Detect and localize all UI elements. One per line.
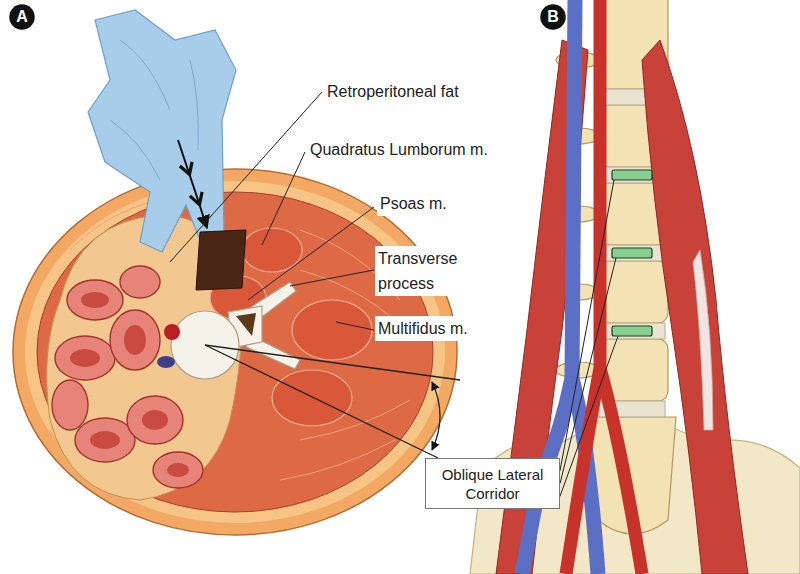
part-label: Retroperitoneal fat — [324, 79, 462, 104]
retractor — [88, 10, 236, 252]
bowel-loop — [127, 396, 183, 444]
leader-line — [262, 152, 305, 245]
disc-markers — [612, 170, 652, 336]
leader-line — [248, 207, 374, 300]
spinal-canal — [236, 313, 256, 336]
leader-line — [170, 92, 322, 262]
corridor-leader — [560, 336, 618, 496]
corridor-leader — [560, 180, 614, 471]
corridor-angle — [205, 345, 460, 458]
subcutaneous-fat — [25, 181, 445, 523]
part-label: Transverse process — [375, 246, 481, 296]
bowel-loop — [153, 452, 203, 488]
bowel-loop — [120, 266, 160, 298]
psoas-tendon — [693, 250, 713, 430]
vertebra — [596, 261, 668, 323]
circle-fill — [9, 4, 34, 29]
angle-line — [205, 345, 438, 458]
bowel-loop — [67, 280, 123, 320]
skin — [13, 169, 457, 535]
panel-letter-text: B — [547, 8, 559, 26]
corridor-leader — [560, 258, 616, 484]
disc-marker — [612, 170, 652, 180]
bowel-loop — [75, 418, 135, 462]
disc-marker — [612, 248, 652, 258]
surgical-window — [196, 230, 246, 290]
aorta — [566, 0, 642, 574]
intestines — [52, 266, 203, 488]
erector-muscle — [272, 370, 352, 426]
angle-line — [205, 345, 460, 380]
bowel-lumens — [70, 292, 189, 477]
approach-arrow — [178, 140, 207, 228]
vena-cava-axial — [157, 356, 175, 368]
leader-line — [336, 322, 374, 330]
corridor-callout-box: Oblique Lateral Corridor — [425, 458, 560, 509]
circle-fill — [540, 4, 565, 29]
bowel-loop — [110, 310, 160, 370]
panel-letter: A — [9, 4, 35, 30]
callout-text: Oblique Lateral Corridor — [435, 465, 551, 503]
panel-letter-text: A — [16, 8, 28, 26]
multifidus-muscle — [292, 300, 372, 360]
disc — [599, 245, 665, 261]
bowel-loop — [52, 380, 88, 430]
disc-marker — [612, 326, 652, 336]
aorta-axial — [164, 324, 180, 340]
part-label: Quadratus Lumborum m. — [307, 137, 491, 162]
bowel-loop — [55, 336, 115, 380]
disc — [599, 323, 665, 339]
quadratus-lumborum — [242, 228, 302, 272]
part-label: Psoas m. — [377, 191, 450, 216]
leader-line — [290, 270, 374, 286]
part-label: Multifidus m. — [375, 316, 471, 341]
angle-arc — [432, 382, 440, 450]
leader-lines — [170, 92, 618, 496]
vertebra-axial — [171, 282, 300, 379]
right-psoas — [642, 40, 748, 574]
body-wall-muscle — [37, 192, 433, 512]
panel-letter: B — [540, 4, 566, 30]
